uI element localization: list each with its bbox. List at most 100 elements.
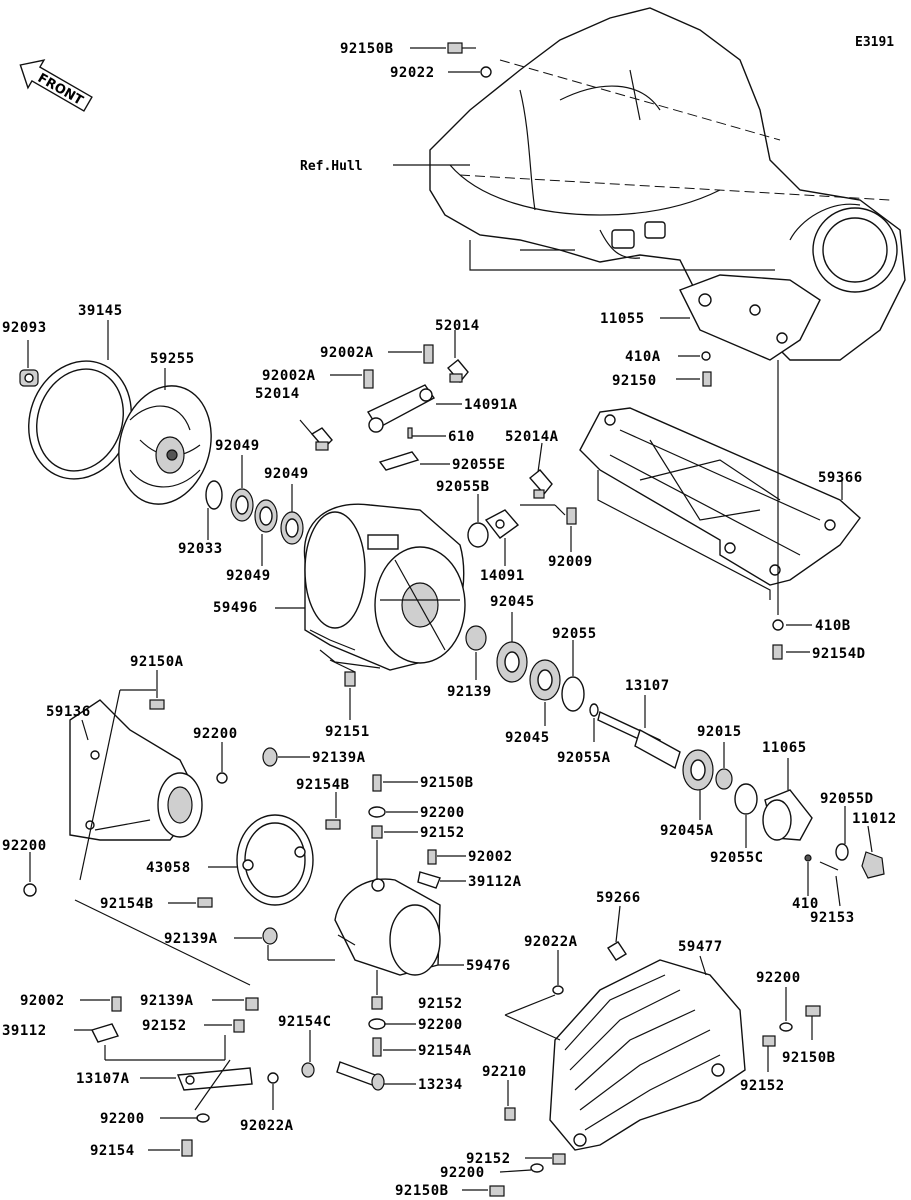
o-ring-92055A [589, 703, 599, 717]
label-92210: 92210 [482, 1064, 527, 1080]
collar-92033 [205, 480, 223, 510]
bearing-92045-2 [529, 659, 561, 701]
label-59496: 59496 [213, 600, 258, 616]
plug-11012 [861, 851, 885, 879]
nozzle-59136 [69, 699, 203, 841]
pump-cover-59366 [579, 407, 861, 600]
label-92152-b: 92152 [142, 1018, 187, 1034]
bushing-92139 [465, 625, 487, 651]
label-92139A-2: 92139A [164, 931, 218, 947]
rod-13234 [336, 1061, 385, 1091]
washer-410 [804, 854, 812, 862]
bolt-92210 [504, 1107, 516, 1121]
label-92049-3: 92049 [226, 568, 271, 584]
cover-14091 [484, 509, 520, 539]
label-92022A-2: 92022A [240, 1118, 294, 1134]
bracket-14091A [366, 384, 436, 433]
label-92154B-2: 92154B [100, 896, 154, 912]
bearing-92045A [682, 749, 714, 791]
front-arrow: FRONT [19, 59, 93, 112]
pump-mount-11055 [679, 274, 821, 361]
label-92152-c: 92152 [418, 996, 463, 1012]
label-13234: 13234 [418, 1077, 463, 1093]
bushing-92139A-1 [262, 747, 278, 767]
label-92152-a: 92152 [420, 825, 465, 841]
label-92045-1: 92045 [490, 594, 535, 610]
bolt-92150B-bottom [489, 1185, 505, 1197]
deflector-59476 [334, 878, 441, 976]
label-92200-b: 92200 [420, 805, 465, 821]
bushing-92152-a [371, 825, 383, 839]
bushing-92152-b [371, 996, 383, 1010]
label-92200-a: 92200 [193, 726, 238, 742]
reverse-bucket-59477 [549, 959, 746, 1151]
fitting-52014-2 [310, 427, 333, 451]
label-92055D: 92055D [820, 791, 874, 807]
label-410A: 410A [625, 349, 661, 365]
label-59255: 59255 [150, 351, 195, 367]
label-52014-1: 52014 [435, 318, 480, 334]
figure-id: E3191 [855, 35, 894, 50]
label-11065: 11065 [762, 740, 807, 756]
bolt-92150B-top [447, 42, 476, 54]
label-ref-hull: Ref.Hull [300, 159, 363, 174]
label-92055B: 92055B [436, 479, 490, 495]
label-14091: 14091 [480, 568, 525, 584]
seal-92049-1 [230, 488, 254, 522]
o-ring-92055B [467, 522, 489, 548]
label-92055A: 92055A [557, 750, 611, 766]
bushing-92139A-3 [245, 997, 259, 1011]
o-ring-92055D [835, 843, 849, 861]
hull-reference [429, 7, 906, 361]
nut-92093 [19, 369, 39, 387]
bolt-92151 [344, 671, 356, 687]
bolt-92154B-2 [197, 897, 213, 908]
bolt-92150A [149, 699, 165, 710]
fitting-52014A [528, 469, 553, 499]
label-92049-2: 92049 [264, 466, 309, 482]
label-92139A-3: 92139A [140, 993, 194, 1009]
o-ring-92055C [734, 783, 758, 815]
label-92055C: 92055C [710, 850, 764, 866]
label-92153: 92153 [810, 910, 855, 926]
label-410B: 410B [815, 618, 851, 634]
label-92200-c: 92200 [756, 970, 801, 986]
label-92150: 92150 [612, 373, 657, 389]
impeller-59255 [118, 385, 212, 505]
bolt-92002A-1 [423, 344, 434, 364]
bolt-92153 [819, 861, 839, 871]
bolt-92150B-right [805, 1005, 821, 1017]
label-610: 610 [448, 429, 475, 445]
o-ring-92055 [561, 676, 585, 712]
bushing-92152-d [762, 1035, 776, 1047]
label-410: 410 [792, 896, 819, 912]
wear-ring-39145 [28, 360, 132, 480]
leader-lines [27, 47, 873, 1191]
pump-case-59496 [303, 503, 466, 671]
label-92200-left: 92200 [2, 838, 47, 854]
gasket-92055E [378, 451, 420, 471]
label-92015: 92015 [697, 724, 742, 740]
label-92055E: 92055E [452, 457, 506, 473]
label-92154D: 92154D [812, 646, 866, 662]
bolt-92154 [181, 1139, 193, 1157]
washer-92200-a [216, 772, 228, 784]
label-92150B-right: 92150B [782, 1050, 836, 1066]
label-52014-2: 52014 [255, 386, 300, 402]
bushing-92154C [301, 1062, 315, 1078]
label-92200-f: 92200 [440, 1165, 485, 1181]
label-92045-2: 92045 [505, 730, 550, 746]
label-92154: 92154 [90, 1143, 135, 1159]
label-92055: 92055 [552, 626, 597, 642]
label-92139A-1: 92139A [312, 750, 366, 766]
seal-92049-2 [254, 499, 278, 533]
washer-92200-b [368, 806, 386, 818]
bolt-92150B-mid [372, 774, 382, 792]
washer-92200-c [368, 1018, 386, 1030]
label-92002-mid: 92002 [468, 849, 513, 865]
label-39112: 39112 [2, 1023, 47, 1039]
fitting-52014-1 [446, 359, 469, 384]
label-92150B-bottom: 92150B [395, 1183, 449, 1199]
label-92049-1: 92049 [215, 438, 260, 454]
label-13107A: 13107A [76, 1071, 130, 1087]
